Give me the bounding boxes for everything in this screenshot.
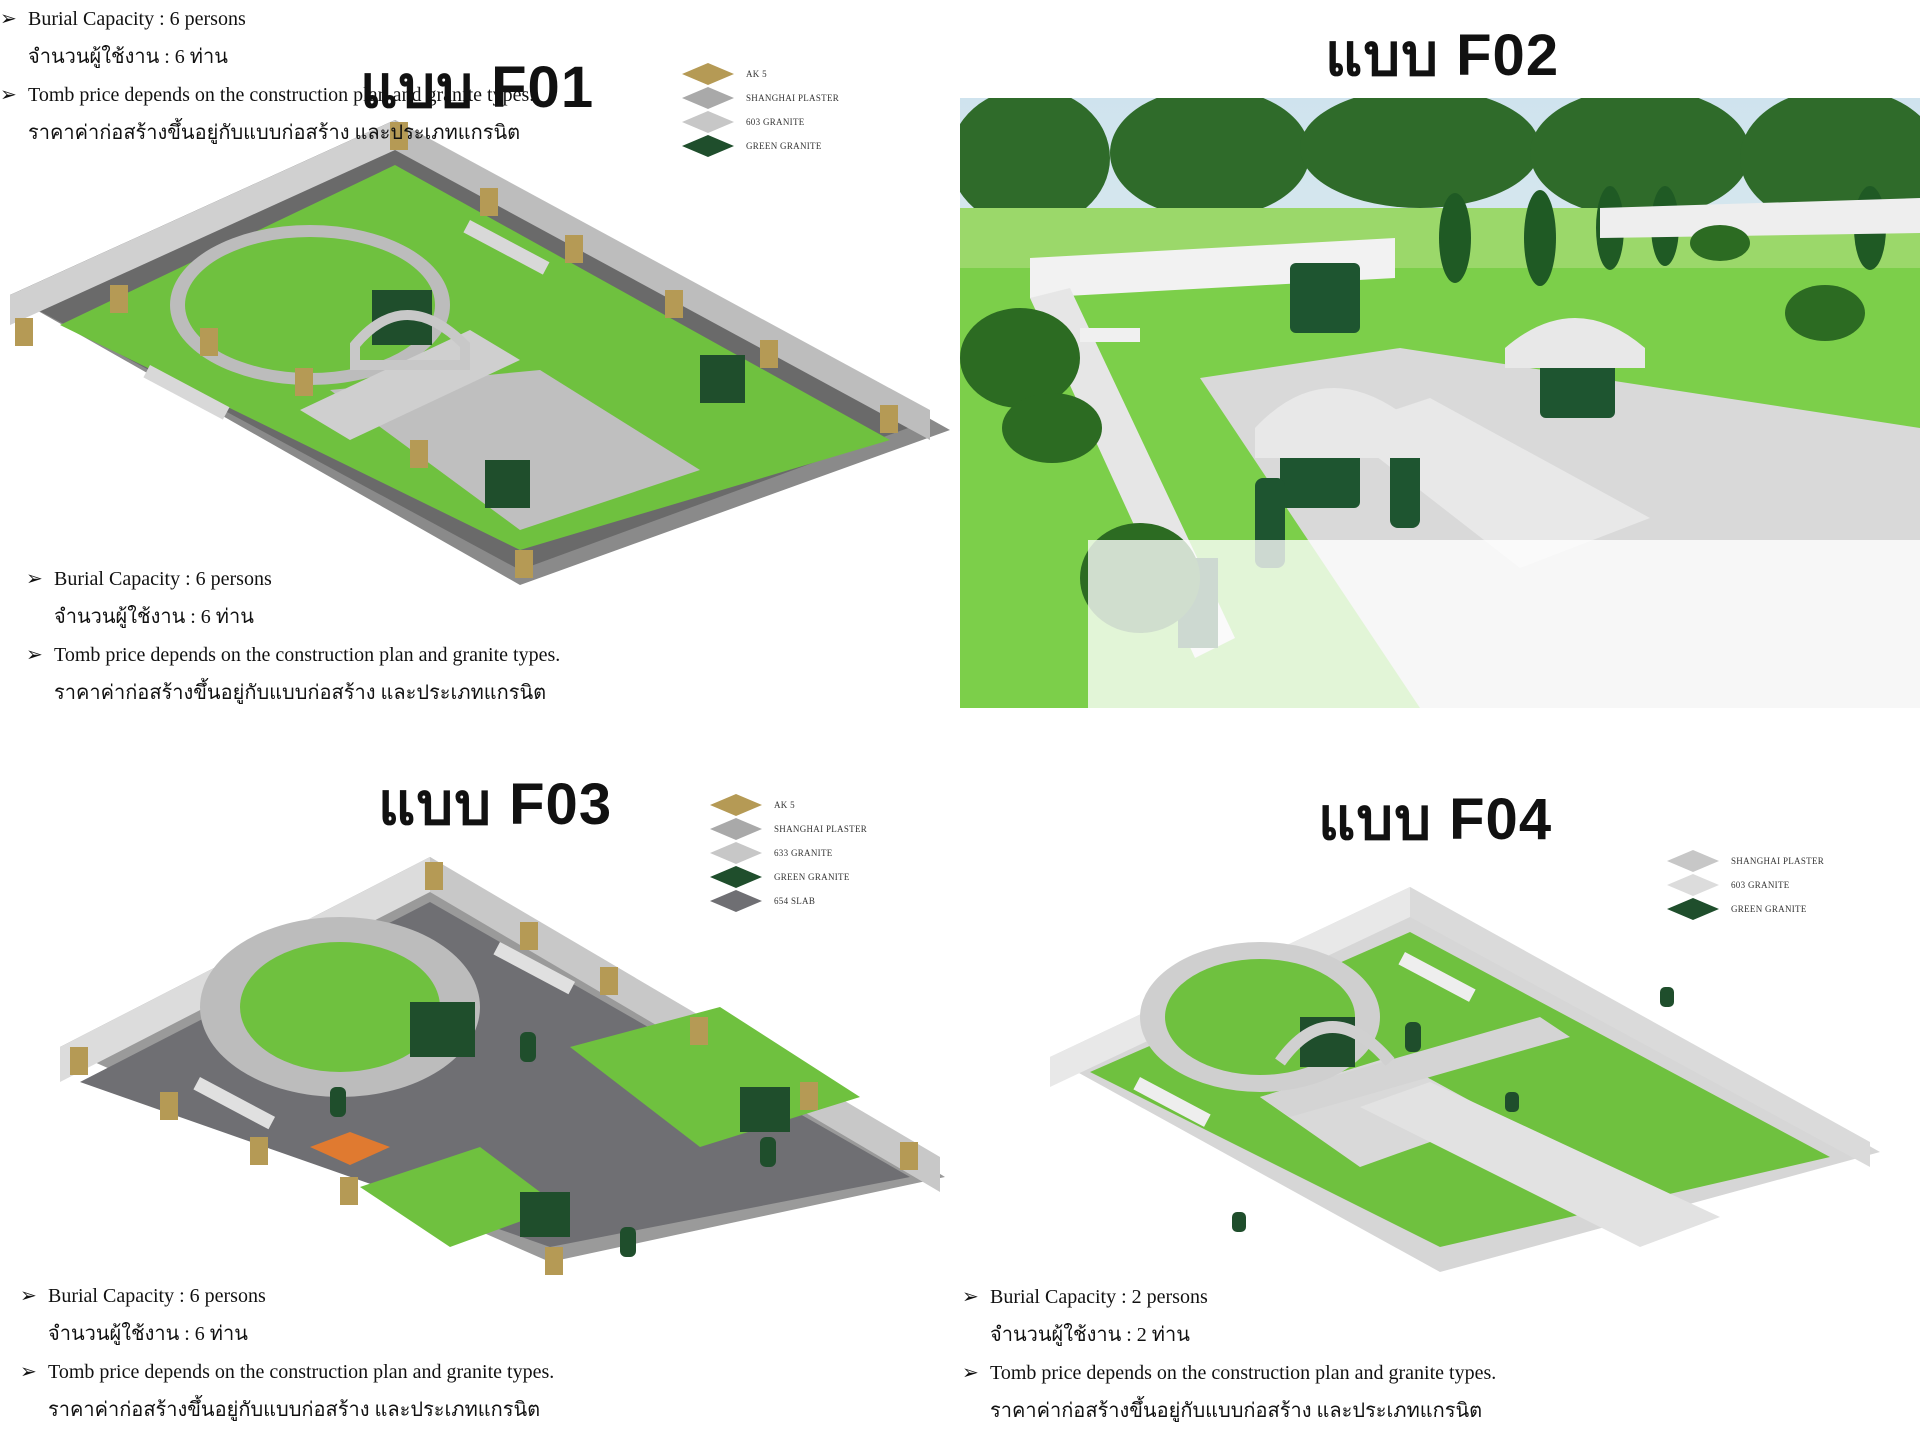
design-title-f01: แบบ F01 xyxy=(360,55,595,120)
material-legend-f03: AK 5 SHANGHAI PLASTER 633 GRANITE GREEN … xyxy=(708,793,867,913)
design-panel-f04: แบบ F04 SHANGHAI PLASTER 603 GRANITE GRE… xyxy=(960,717,1920,1434)
legend-item-granite: 603 GRANITE xyxy=(680,110,839,134)
price-th: ราคาค่าก่อสร้างขึ้นอยู่กับแบบก่อสร้าง แล… xyxy=(48,1399,541,1421)
capacity-en: Burial Capacity : 6 persons xyxy=(28,8,246,30)
material-legend-f01: AK 5 SHANGHAI PLASTER 603 GRANITE GREEN … xyxy=(680,62,839,158)
arrowhead-bullet-icon: ➢ xyxy=(962,1286,979,1308)
legend-item-plaster: SHANGHAI PLASTER xyxy=(680,86,839,110)
info-backdrop xyxy=(1088,540,1920,710)
legend-item-green-granite: GREEN GRANITE xyxy=(1665,897,1824,921)
capacity-th: จำนวนผู้ใช้งาน : 6 ท่าน xyxy=(54,606,254,628)
price-th: ราคาค่าก่อสร้างขึ้นอยู่กับแบบก่อสร้าง แล… xyxy=(54,682,547,704)
legend-item-plaster: SHANGHAI PLASTER xyxy=(1665,849,1824,873)
material-legend-f04: SHANGHAI PLASTER 603 GRANITE GREEN GRANI… xyxy=(1665,849,1824,921)
legend-item-slab: 654 SLAB xyxy=(708,889,867,913)
capacity-th: จำนวนผู้ใช้งาน : 2 ท่าน xyxy=(990,1324,1190,1346)
capacity-en: Burial Capacity : 2 persons xyxy=(990,1286,1208,1308)
legend-item-granite: 603 GRANITE xyxy=(1665,873,1824,897)
capacity-en: Burial Capacity : 6 persons xyxy=(48,1285,266,1307)
design-panel-f01: แบบ F01 AK 5 SHANGHAI PLASTER 603 GRANIT… xyxy=(0,0,960,717)
info-f02: ➢ Burial Capacity : 6 persons จำนวนผู้ใช้… xyxy=(0,0,534,152)
price-en: Tomb price depends on the construction p… xyxy=(54,644,561,666)
arrowhead-bullet-icon: ➢ xyxy=(0,8,17,30)
design-panel-f03: แบบ F03 AK 5 SHANGHAI PLASTER 633 GRANIT… xyxy=(0,717,960,1434)
design-title-f04: แบบ F04 xyxy=(1318,787,1553,852)
legend-item-granite: 633 GRANITE xyxy=(708,841,867,865)
arrowhead-bullet-icon: ➢ xyxy=(26,568,43,590)
price-en: Tomb price depends on the construction p… xyxy=(48,1361,555,1383)
price-en: Tomb price depends on the construction p… xyxy=(28,84,535,106)
legend-item-ak5: AK 5 xyxy=(680,62,839,86)
capacity-th: จำนวนผู้ใช้งาน : 6 ท่าน xyxy=(28,46,228,68)
info-f04: ➢ Burial Capacity : 2 persons จำนวนผู้ใช้… xyxy=(962,1278,1496,1430)
tomb-plan-f04 xyxy=(1050,887,1880,1272)
arrowhead-bullet-icon: ➢ xyxy=(26,644,43,666)
info-f01: ➢ Burial Capacity : 6 persons จำนวนผู้ใช้… xyxy=(26,560,560,712)
price-th: ราคาค่าก่อสร้างขึ้นอยู่กับแบบก่อสร้าง แล… xyxy=(990,1400,1483,1422)
arrowhead-bullet-icon: ➢ xyxy=(962,1362,979,1384)
arrowhead-bullet-icon: ➢ xyxy=(20,1285,37,1307)
capacity-en: Burial Capacity : 6 persons xyxy=(54,568,272,590)
tomb-plan-f03 xyxy=(60,857,945,1275)
legend-item-plaster: SHANGHAI PLASTER xyxy=(708,817,867,841)
legend-item-green-granite: GREEN GRANITE xyxy=(680,134,839,158)
price-th: ราคาค่าก่อสร้างขึ้นอยู่กับแบบก่อสร้าง แล… xyxy=(28,122,521,144)
capacity-th: จำนวนผู้ใช้งาน : 6 ท่าน xyxy=(48,1323,248,1345)
tomb-plan-f01 xyxy=(10,120,950,585)
legend-item-ak5: AK 5 xyxy=(708,793,867,817)
design-panel-f02: แบบ F02 xyxy=(960,0,1920,717)
design-title-f02: แบบ F02 xyxy=(1325,23,1560,88)
info-f03: ➢ Burial Capacity : 6 persons จำนวนผู้ใช้… xyxy=(20,1277,554,1429)
arrowhead-bullet-icon: ➢ xyxy=(20,1361,37,1383)
design-title-f03: แบบ F03 xyxy=(378,772,613,837)
price-en: Tomb price depends on the construction p… xyxy=(990,1362,1497,1384)
legend-item-green-granite: GREEN GRANITE xyxy=(708,865,867,889)
arrowhead-bullet-icon: ➢ xyxy=(0,84,17,106)
